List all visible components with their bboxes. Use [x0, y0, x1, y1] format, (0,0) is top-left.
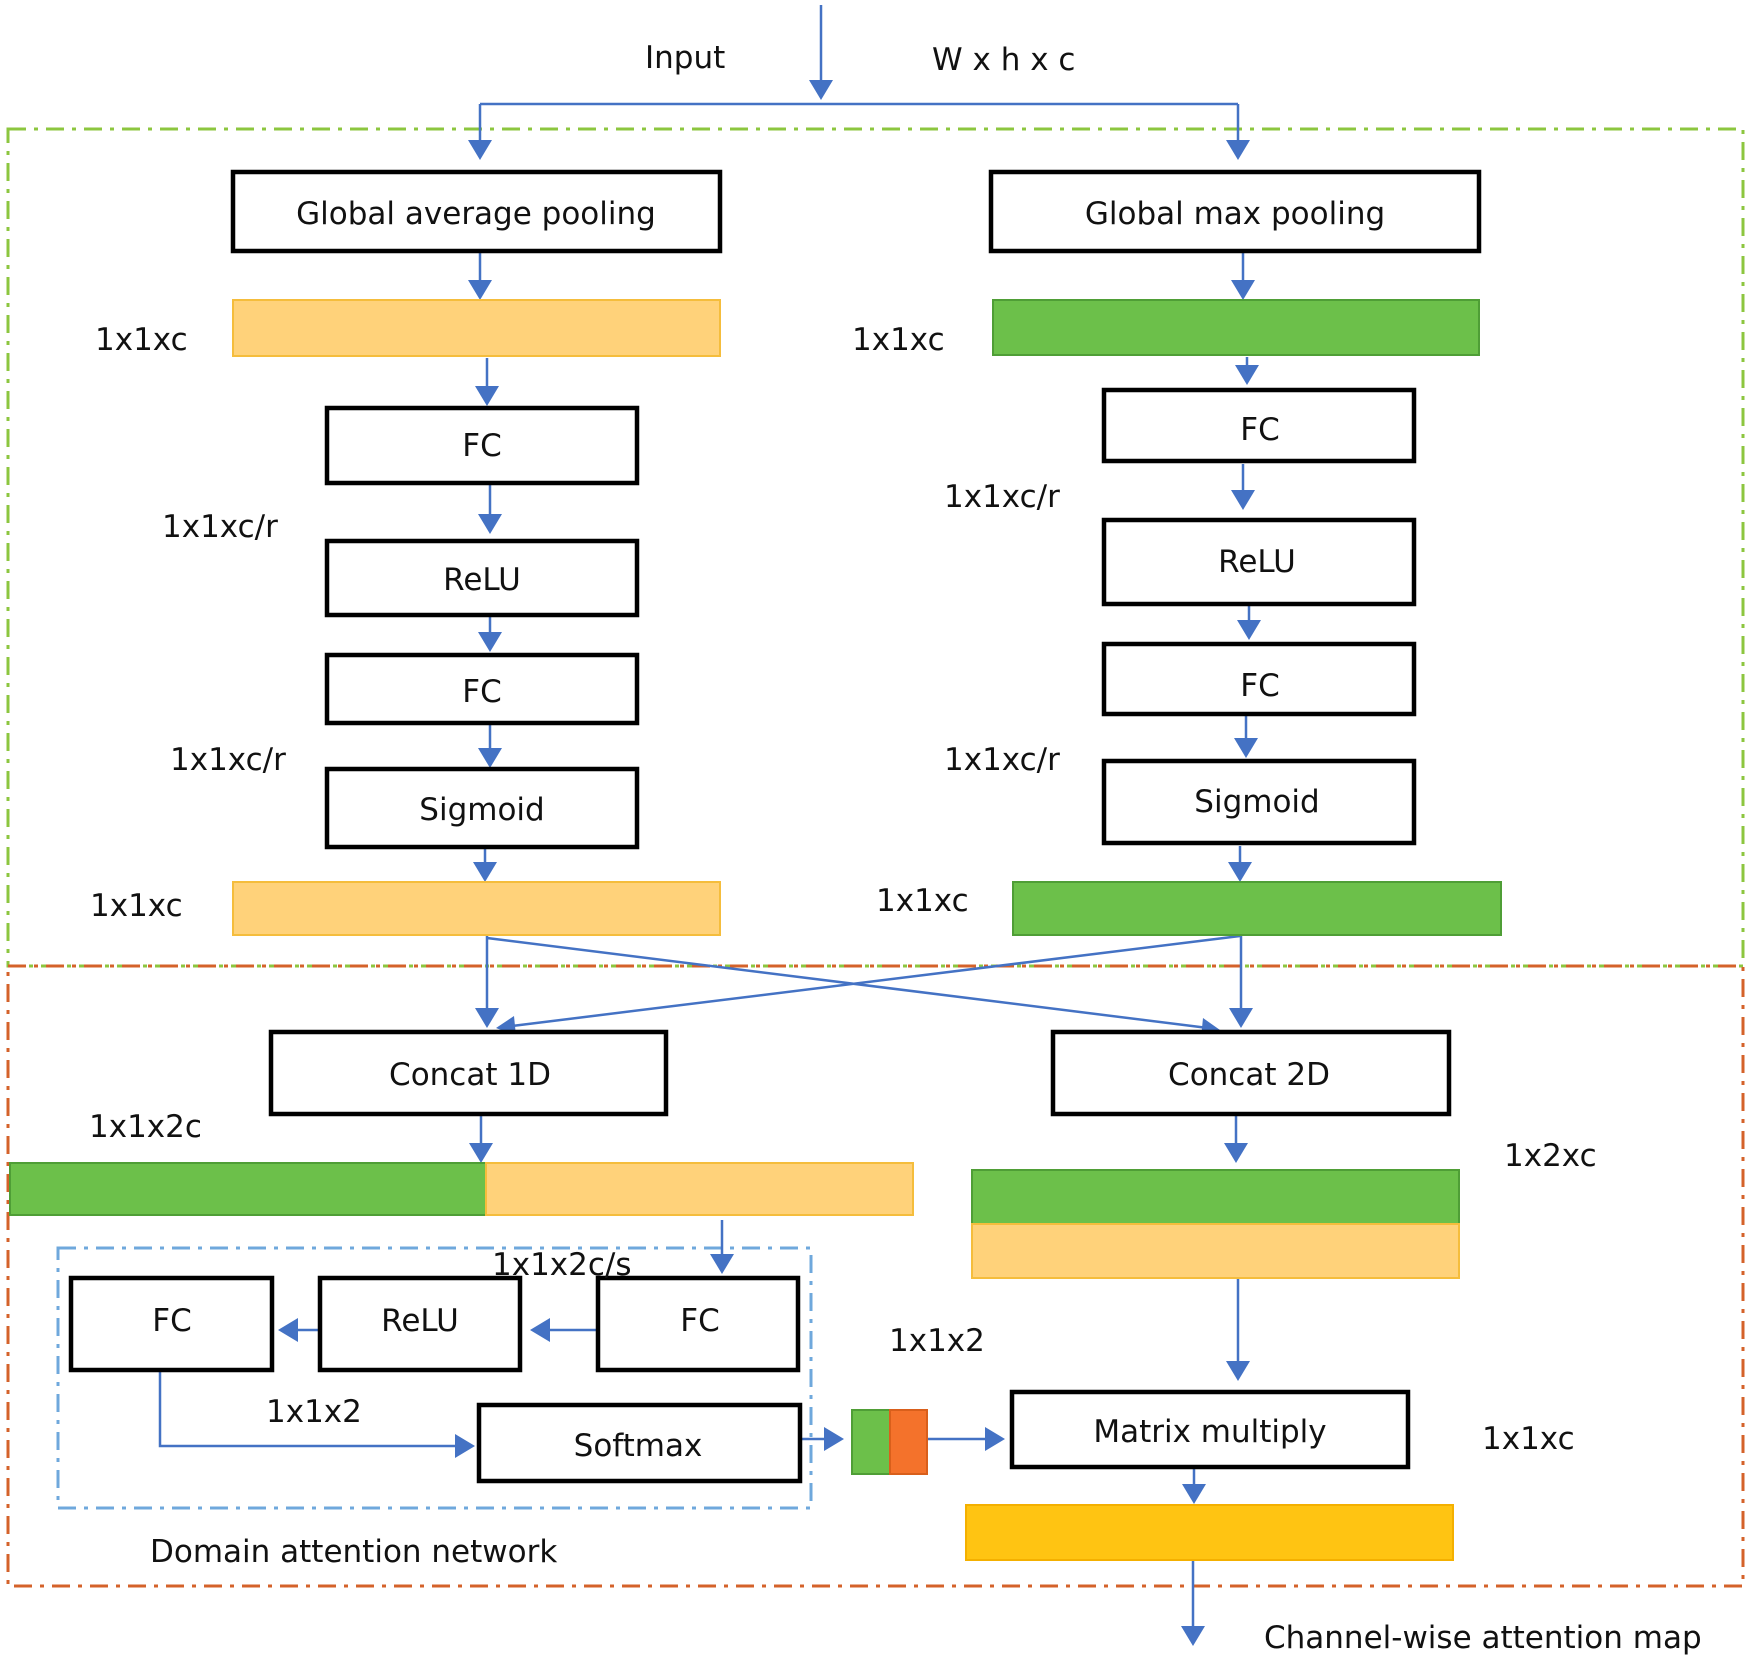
domain-relu-box: ReLU [317, 1275, 523, 1373]
domain-fc-out-dim-label: 1x1x2 [266, 1394, 362, 1430]
concat1d-dim-label: 1x1x2c [89, 1109, 202, 1145]
svg-text:Global max pooling: Global max pooling [1085, 196, 1385, 232]
svg-text:ReLU: ReLU [443, 562, 521, 598]
right-fc2-dim-label: 1x1xc/r [944, 742, 1060, 778]
max-attention-feature-bar [1012, 881, 1502, 936]
svg-text:Sigmoid: Sigmoid [419, 792, 544, 828]
softmax-out-dim-label: 1x1x2 [889, 1323, 985, 1359]
right-out-dim-label: 1x1xc [876, 883, 969, 919]
domain-fusion-region [6, 964, 1745, 1588]
avg-attention-feature-bar [232, 881, 721, 936]
svg-text:FC: FC [462, 428, 501, 464]
concat-1d-box: Concat 1D [268, 1029, 669, 1117]
svg-text:FC: FC [680, 1303, 719, 1339]
channel-attention-region [6, 127, 1745, 968]
global-max-pooling-box: Global max pooling [988, 169, 1482, 254]
left-out-dim-label: 1x1xc [90, 888, 183, 924]
left-fc2-dim-label: 1x1xc/r [170, 742, 286, 778]
svg-text:FC: FC [1240, 668, 1279, 704]
output-label: Channel-wise attention map [1264, 1620, 1702, 1656]
svg-text:FC: FC [462, 674, 501, 710]
domain-fc-in-box: FC [595, 1275, 801, 1373]
svg-text:ReLU: ReLU [381, 1303, 459, 1339]
left-relu-box: ReLU [324, 538, 640, 618]
left-sigmoid-box: Sigmoid [324, 766, 640, 850]
svg-text:Matrix multiply: Matrix multiply [1093, 1414, 1326, 1450]
input-dims-label: W x h x c [932, 42, 1075, 78]
svg-text:FC: FC [1240, 412, 1279, 448]
avg-pool-feature-bar [232, 299, 721, 357]
svg-text:Sigmoid: Sigmoid [1194, 784, 1319, 820]
left-fc2-box: FC [324, 652, 640, 726]
right-relu-box: ReLU [1101, 517, 1417, 607]
softmax-weight-2 [889, 1409, 928, 1475]
input-label: Input [645, 40, 725, 76]
global-average-pooling-box: Global average pooling [230, 169, 723, 254]
concat1d-yellow-bar [485, 1162, 914, 1216]
output-feature-bar [965, 1504, 1454, 1561]
domain-attention-title: Domain attention network [150, 1534, 557, 1570]
domain-attention-region [56, 1246, 813, 1510]
matrix-multiply-box: Matrix multiply [1009, 1389, 1411, 1470]
right-fc1-box: FC [1101, 387, 1417, 464]
right-fc1-dim-label: 1x1xc/r [944, 479, 1060, 515]
svg-text:Softmax: Softmax [574, 1428, 703, 1464]
svg-text:Global average pooling: Global average pooling [296, 196, 656, 232]
concat2d-yellow-bar [971, 1223, 1460, 1279]
svg-text:Concat 1D: Concat 1D [389, 1057, 551, 1093]
right-sigmoid-box: Sigmoid [1101, 758, 1417, 846]
left-fc1-box: FC [324, 405, 640, 486]
left-pool-dim-label: 1x1xc [95, 322, 188, 358]
softmax-weight-1 [851, 1409, 891, 1475]
concat1d-green-bar [9, 1162, 487, 1216]
svg-text:ReLU: ReLU [1218, 544, 1296, 580]
max-pool-feature-bar [992, 299, 1480, 356]
matmul-dim-label: 1x1xc [1482, 1421, 1575, 1457]
domain-fc-out-box: FC [68, 1275, 275, 1373]
domain-dim-label: 1x1x2c/s [492, 1247, 632, 1283]
right-pool-dim-label: 1x1xc [852, 322, 945, 358]
concat2d-green-bar [971, 1169, 1460, 1225]
softmax-box: Softmax [476, 1402, 803, 1484]
right-fc2-box: FC [1101, 641, 1417, 717]
concat-2d-box: Concat 2D [1050, 1029, 1452, 1117]
left-fc1-dim-label: 1x1xc/r [162, 509, 278, 545]
svg-text:Concat 2D: Concat 2D [1168, 1057, 1330, 1093]
concat2d-dim-label: 1x2xc [1504, 1138, 1597, 1174]
svg-text:FC: FC [152, 1303, 191, 1339]
